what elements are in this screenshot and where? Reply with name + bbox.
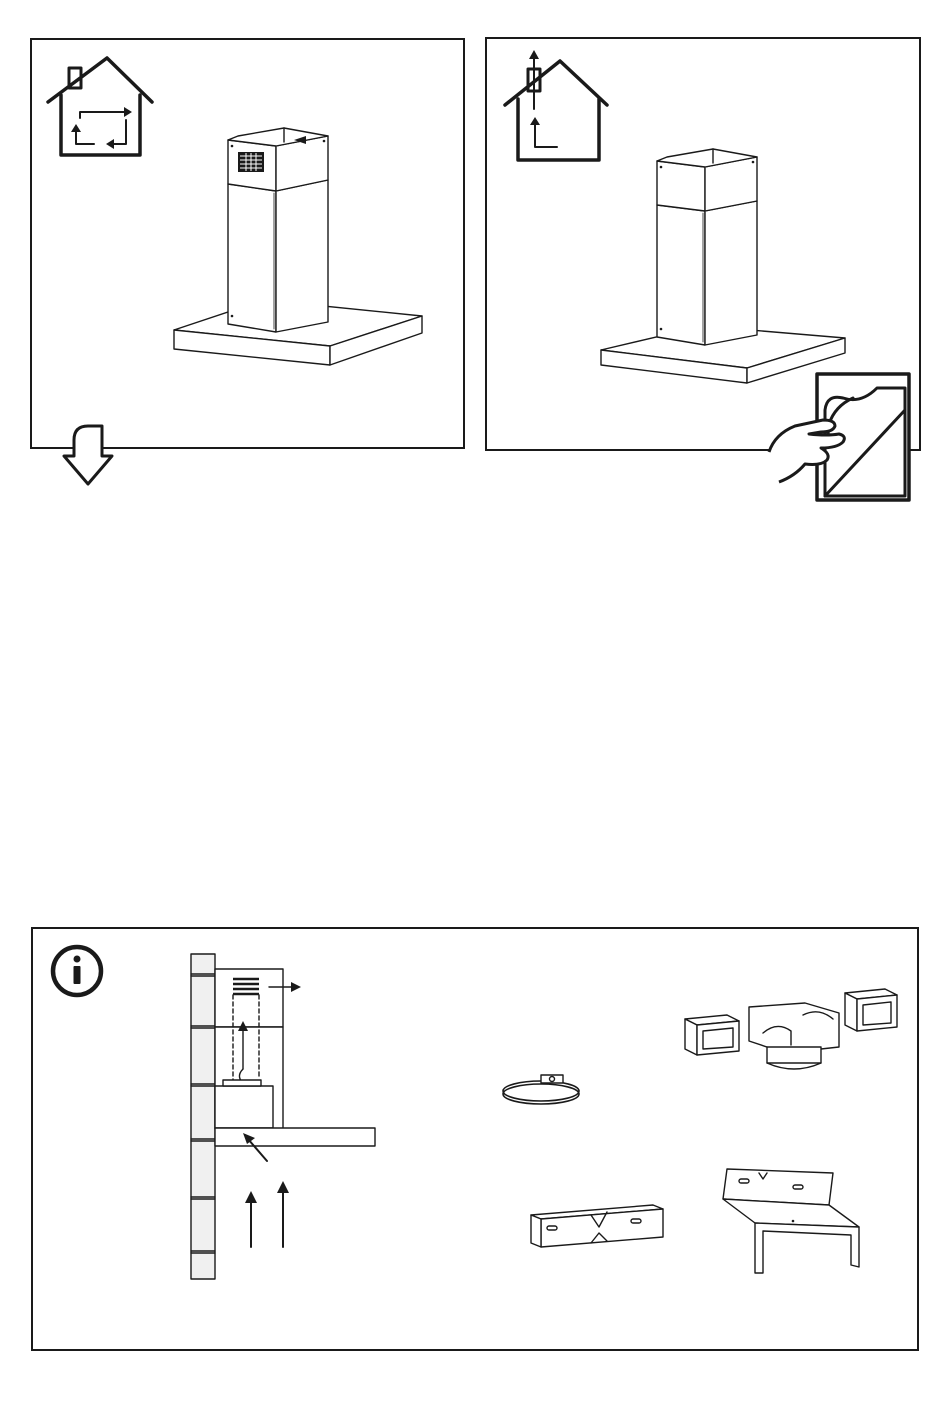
hose-clamp [503, 1075, 579, 1104]
info-panel [31, 927, 919, 1351]
upper-bracket [531, 1205, 663, 1247]
info-diagram [33, 929, 921, 1353]
recirculation-panel [30, 38, 465, 449]
info-icon [53, 947, 101, 995]
chimney-hood-extraction [601, 149, 845, 383]
chimney-hood-recirculation [174, 128, 422, 365]
recirculation-diagram [32, 40, 467, 451]
down-arrow-icon [58, 422, 118, 487]
house-recirculation-icon [48, 58, 152, 155]
duct-connectors [685, 989, 897, 1069]
lower-bracket [723, 1169, 859, 1273]
turn-page-icon [765, 370, 915, 505]
hood-recirculation-cross-section [191, 954, 375, 1279]
house-ducted-extraction-icon [505, 50, 607, 160]
